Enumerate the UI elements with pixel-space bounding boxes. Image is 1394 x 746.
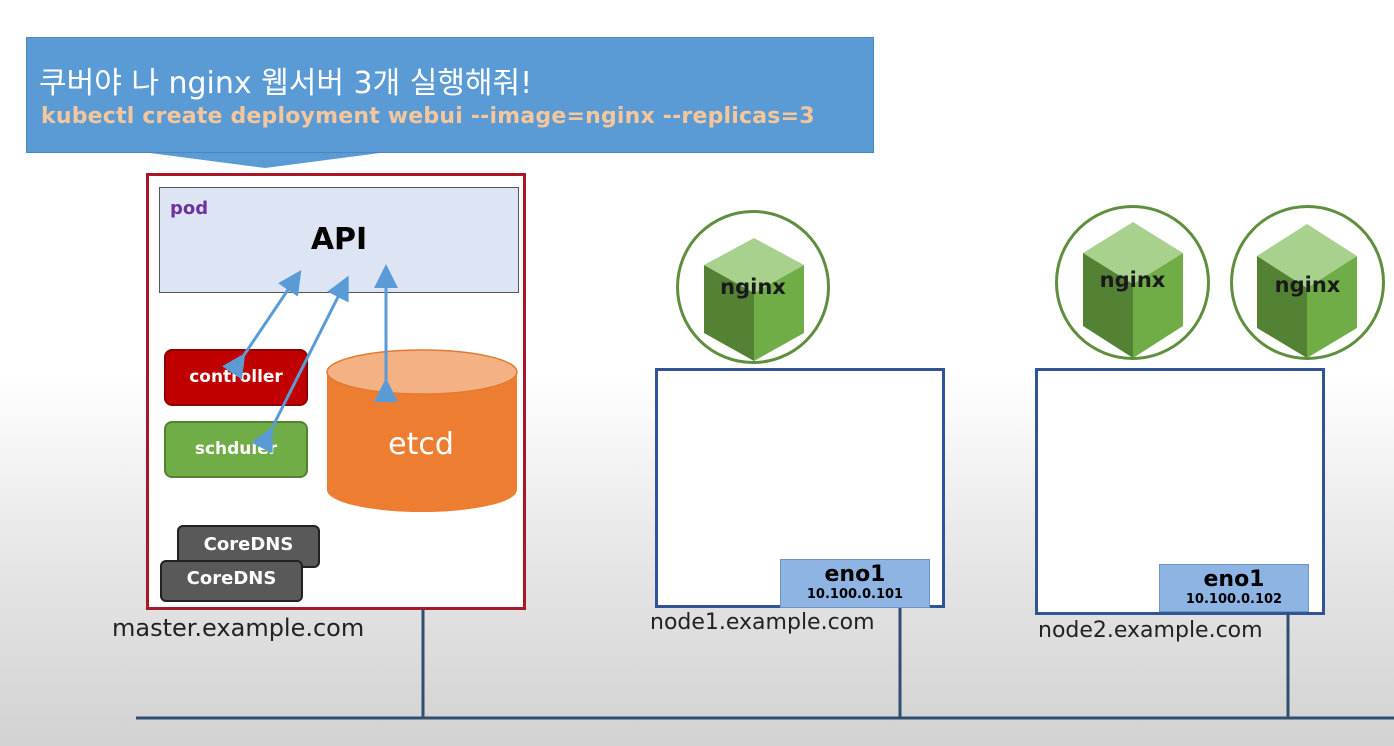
nginx-pod: nginx [1055,205,1210,360]
node1-hostname: node1.example.com [650,610,875,635]
callout-title: 쿠버야 나 nginx 웹서버 3개 실행해줘! [39,66,533,101]
api-pod: pod API [159,187,519,293]
nic-name: eno1 [1203,567,1265,592]
nginx-pod: nginx [676,210,830,364]
network-interface: eno1 10.100.0.102 [1159,564,1309,612]
nginx-label: nginx [1274,273,1341,297]
callout-command: kubectl create deployment webui --image=… [41,104,815,129]
nginx-cube-icon [704,238,804,361]
api-label: API [310,222,368,257]
nginx-pod: nginx [1230,205,1385,360]
master-node: pod API controller schduler etcd CoreDNS… [146,173,526,610]
nginx-label: nginx [720,275,786,299]
etcd-label: etcd [388,427,454,462]
nginx-cube-icon [1083,222,1183,358]
network-interface: eno1 10.100.0.101 [780,559,930,608]
nginx-label: nginx [1099,268,1166,292]
scheduler-component: schduler [164,421,308,478]
instruction-callout: 쿠버야 나 nginx 웹서버 3개 실행해줘! kubectl create … [26,37,874,153]
nic-name: eno1 [824,562,886,587]
master-hostname: master.example.com [112,614,365,642]
node2-hostname: node2.example.com [1038,618,1263,643]
controller-component: controller [164,349,308,406]
nginx-cube-icon [1257,224,1357,358]
nic-ip: 10.100.0.101 [806,587,904,602]
nic-ip: 10.100.0.102 [1185,592,1283,607]
coredns-pod: CoreDNS [160,560,303,602]
pod-label: pod [170,198,209,219]
